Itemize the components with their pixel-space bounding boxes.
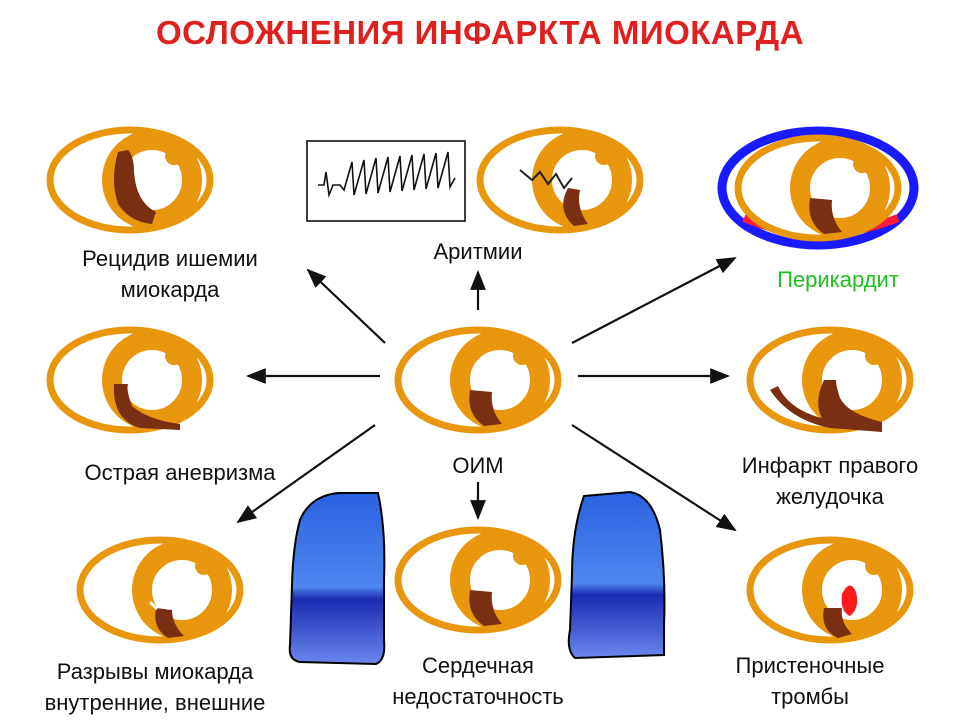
arrow-to-ischemia	[306, 268, 386, 344]
heart-cross-section-icon-rv	[746, 326, 914, 434]
arrows	[236, 257, 737, 532]
arrow-to-thrombi	[571, 424, 737, 532]
heart-cross-section-icon-hf	[394, 526, 562, 634]
heart-cross-section-icon-center	[394, 326, 562, 434]
lung-icon	[567, 490, 666, 660]
lung-icon	[288, 492, 386, 666]
heart-cross-section-icon-rupture	[76, 536, 244, 644]
heart-cross-section-icon-arrhythmia	[476, 126, 644, 234]
arrow-to-ruptures	[236, 424, 376, 524]
page-title: ОСЛОЖНЕНИЯ ИНФАРКТА МИОКАРДА	[155, 14, 805, 51]
ecg-trace-icon	[306, 140, 466, 222]
heart-cross-section-icon-ischemia	[46, 126, 214, 234]
label-arrhythmias: Аритмии	[433, 239, 523, 264]
arrow-to-pericarditis	[571, 257, 737, 344]
heart-cross-section-icon-pericarditis	[717, 126, 919, 250]
label-acute-aneurysm: Острая аневризма	[84, 460, 276, 485]
heart-cross-section-icon-aneurysm	[46, 326, 214, 434]
label-pericarditis: Перикардит	[777, 267, 899, 292]
heart-cross-section-icon-thrombus	[746, 536, 914, 644]
label-center-ami: ОИМ	[452, 453, 504, 478]
